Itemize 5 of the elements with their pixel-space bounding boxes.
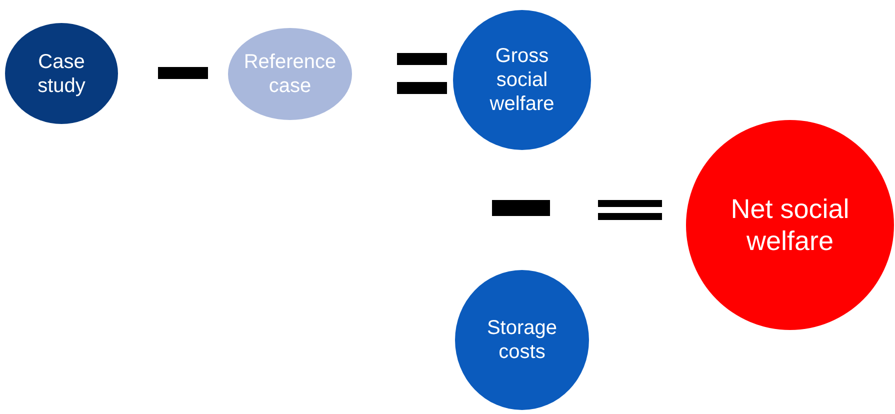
node-label: Case study bbox=[38, 50, 86, 96]
node-label: Gross social welfare bbox=[490, 45, 554, 115]
node-label: Storage costs bbox=[486, 317, 558, 363]
node-label: Reference case bbox=[244, 51, 336, 97]
node-label: Net social welfare bbox=[730, 194, 850, 256]
